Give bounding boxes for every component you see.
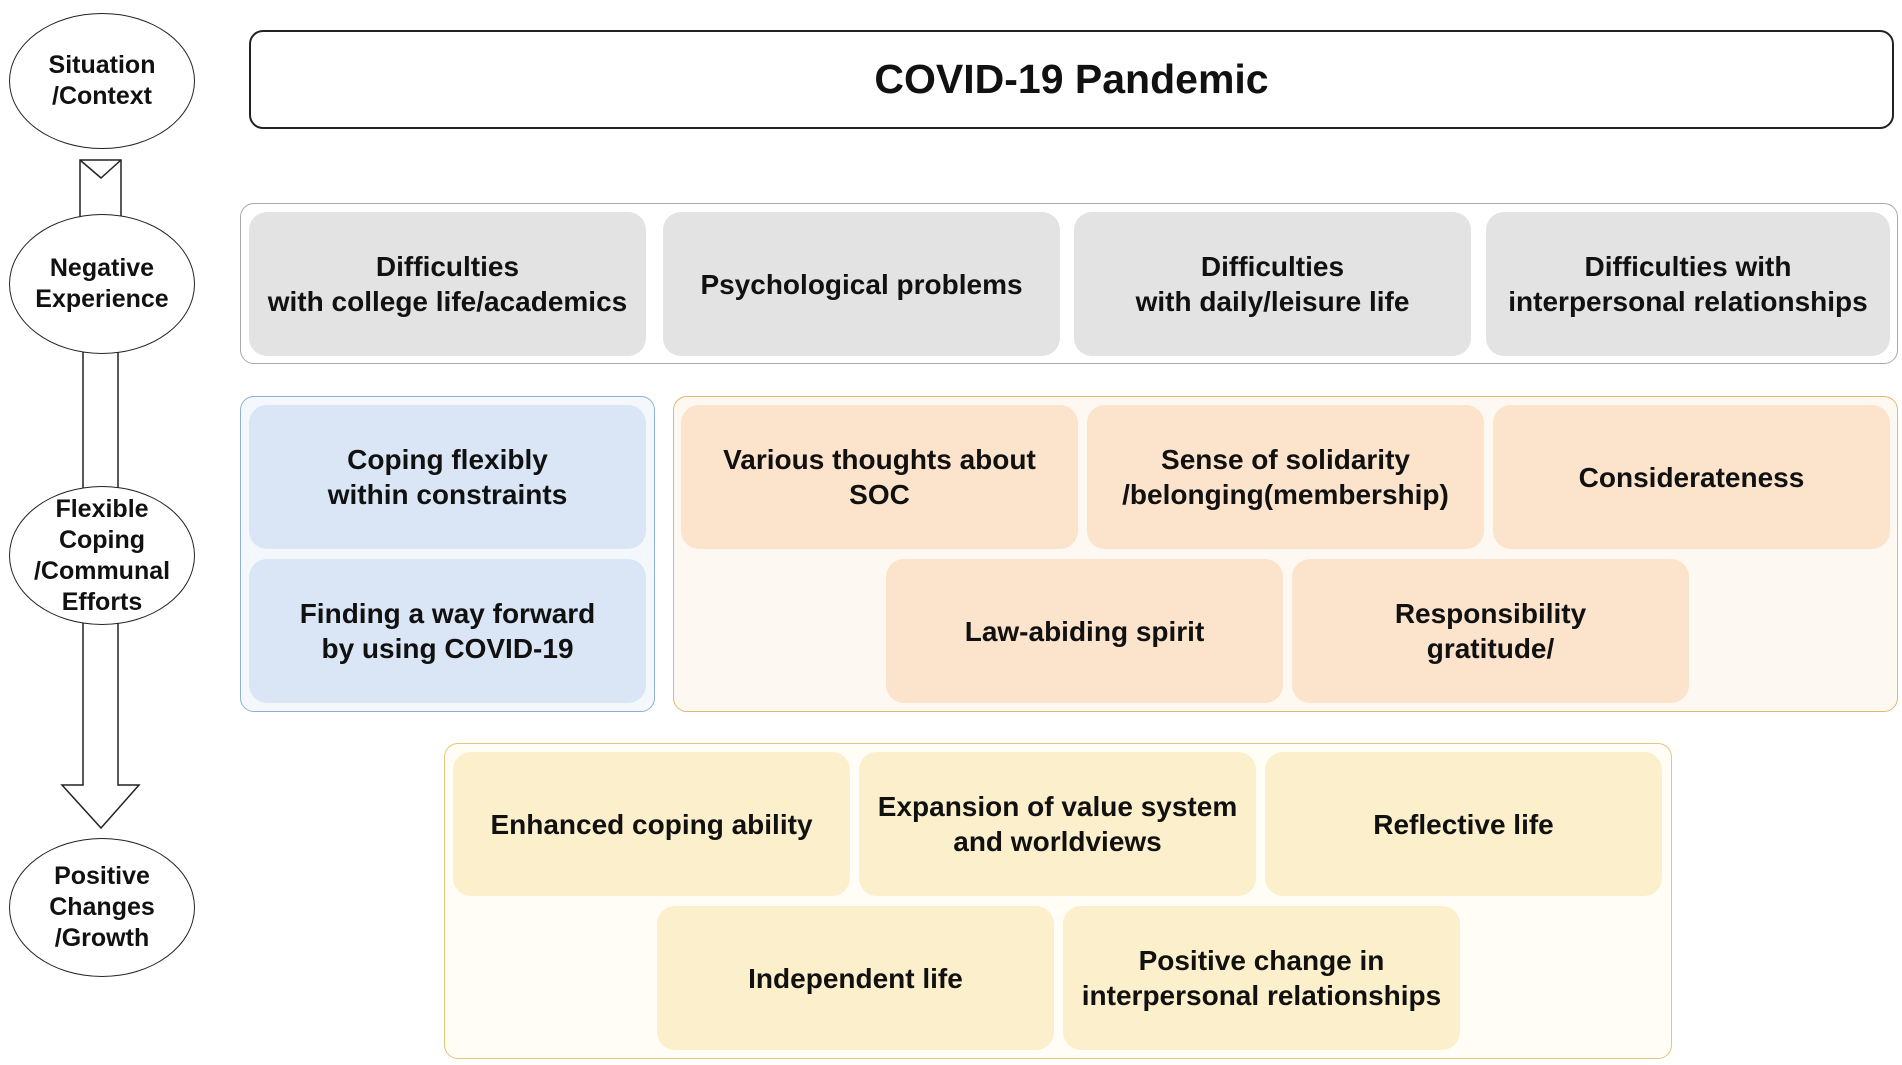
negative-item-interpersonal: Difficulties with interpersonal relation… [1486, 212, 1890, 356]
positive-item-independent-life: Independent life [657, 906, 1054, 1050]
stage-positive-changes: Positive Changes /Growth [9, 838, 195, 977]
negative-item-daily-leisure: Difficulties with daily/leisure life [1074, 212, 1471, 356]
communal-item-law-abiding: Law-abiding spirit [886, 559, 1283, 703]
stage-negative-experience: Negative Experience [9, 214, 195, 354]
coping-item-way-forward: Finding a way forward by using COVID-19 [249, 559, 646, 703]
positive-item-reflective-life: Reflective life [1265, 752, 1662, 896]
negative-experience-group [240, 203, 1898, 364]
negative-item-psychological: Psychological problems [663, 212, 1060, 356]
positive-item-coping-ability: Enhanced coping ability [453, 752, 850, 896]
coping-item-constraints: Coping flexibly within constraints [249, 405, 646, 549]
communal-item-soc: Various thoughts about SOC [681, 405, 1078, 549]
communal-item-considerateness: Considerateness [1493, 405, 1890, 549]
positive-item-value-system: Expansion of value system and worldviews [859, 752, 1256, 896]
communal-item-solidarity: Sense of solidarity /belonging(membershi… [1087, 405, 1484, 549]
negative-item-academics: Difficulties with college life/academics [249, 212, 646, 356]
positive-item-interpersonal-change: Positive change in interpersonal relatio… [1063, 906, 1460, 1050]
communal-item-responsibility: Responsibility gratitude/ [1292, 559, 1689, 703]
context-title: COVID-19 Pandemic [249, 30, 1894, 129]
stage-situation-context: Situation /Context [9, 13, 195, 149]
stage-flexible-coping: Flexible Coping /Communal Efforts [9, 486, 195, 625]
